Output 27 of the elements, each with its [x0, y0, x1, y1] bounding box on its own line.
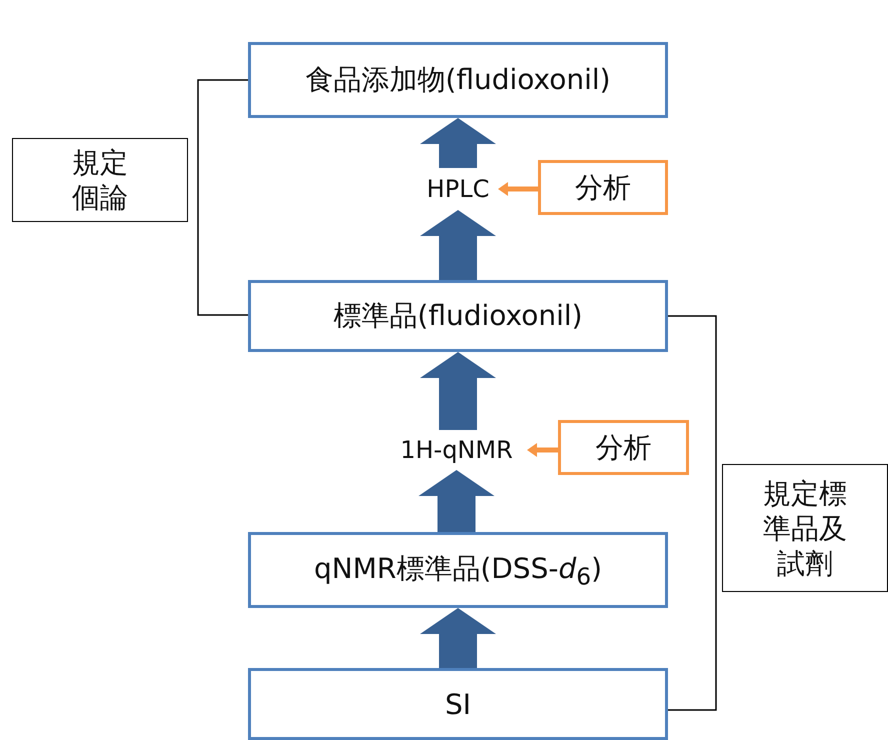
analysis-box: [558, 420, 689, 475]
box-label: 分析: [596, 430, 652, 466]
connector-line: [197, 79, 248, 316]
analysis-box: [538, 160, 668, 215]
block-arrow: [420, 118, 496, 168]
block-arrow: [420, 210, 496, 280]
connector-line: [668, 315, 717, 711]
block-arrow: [420, 352, 496, 430]
note-box: [722, 464, 888, 592]
method-label: 1H-qNMR: [386, 430, 527, 470]
block-arrow: [418, 470, 494, 532]
method-label: HPLC: [418, 168, 498, 210]
process-box: [248, 532, 668, 608]
process-box: [248, 280, 668, 352]
block-arrow: [420, 608, 496, 668]
box-label: 規定標準品及試劑: [762, 476, 848, 580]
box-label: qNMR標準品(DSS-d$_{6}$): [314, 550, 602, 590]
arrow: [498, 182, 538, 196]
box-label: SI: [444, 688, 472, 720]
box-label: 規定個論: [70, 145, 129, 215]
box-label: 分析: [575, 170, 631, 206]
box-label: 標準品(fludioxonil): [333, 298, 583, 334]
process-box: [248, 668, 668, 740]
box-label: 食品添加物(fludioxonil): [305, 62, 611, 98]
process-box: [248, 42, 668, 118]
note-box: [12, 138, 188, 222]
arrow: [527, 443, 558, 457]
